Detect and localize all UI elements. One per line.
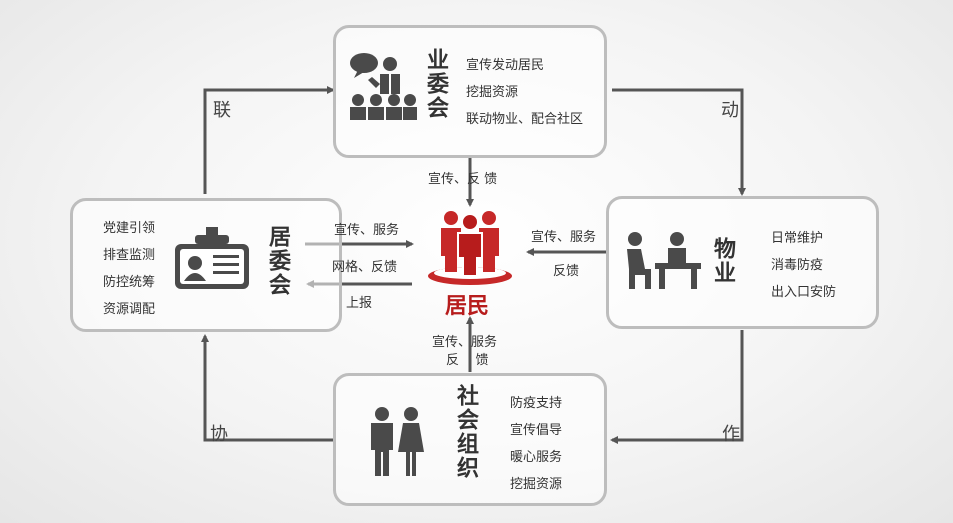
list-item: 排查监测 [103,248,156,263]
edge-label-bottom-1: 宣传、服务 [432,335,498,350]
center-title: 居民 [445,294,490,319]
arrow-bottom-to-left [201,334,333,442]
list-item: 防疫支持 [510,396,563,411]
node-juweihui: 党建引领 排查监测 防控统筹 资源调配 居委会 [70,198,342,332]
arrow-left-to-top [203,86,335,194]
outer-label-dong: 动 [721,100,739,121]
list-item: 挖掘资源 [510,477,563,492]
id-badge-icon [173,225,251,295]
list-item: 挖掘资源 [466,85,519,100]
node-yeweihui: 业委会 宣传发动居民 挖掘资源 联动物业、配合社区 [333,25,607,158]
residents-icon [425,206,515,292]
list-item: 日常维护 [771,231,824,246]
node-shehuizuzhi: 社会组织 防疫支持 宣传倡导 暖心服务 挖掘资源 [333,373,607,506]
node-title: 物业 [710,237,735,285]
list-item: 消毒防疫 [771,258,824,273]
edge-label-left-1: 宣传、服务 [334,223,400,238]
node-title: 业委会 [423,48,448,120]
edge-label-top: 宣传、反 馈 [428,172,498,187]
node-items: 党建引领 排查监测 防控统筹 资源调配 [103,215,155,323]
outer-label-xie: 协 [210,424,228,445]
list-item: 宣传倡导 [510,423,563,438]
people-icon [366,406,428,482]
list-item: 防控统筹 [103,275,156,290]
edge-label-bottom-2: 反 馈 [446,353,489,368]
list-item: 宣传发动居民 [466,58,545,73]
arrow-top-to-right [612,88,746,196]
arrow-right-to-bottom [610,330,744,444]
list-item: 党建引领 [103,221,156,236]
node-title: 居委会 [265,225,290,297]
list-item: 资源调配 [103,302,156,317]
edge-label-left-3: 上报 [346,296,373,311]
edge-label-left-2: 网格、反馈 [332,260,398,275]
list-item: 出入口安防 [771,285,837,300]
outer-label-lian: 联 [213,100,231,121]
node-items: 日常维护 消毒防疫 出入口安防 [771,225,836,306]
outer-label-zuo: 作 [722,424,740,445]
node-items: 宣传发动居民 挖掘资源 联动物业、配合社区 [466,52,583,133]
list-item: 暖心服务 [510,450,563,465]
list-item: 联动物业、配合社区 [466,112,584,127]
meeting-icon [346,50,418,126]
edge-label-right-2: 反馈 [553,264,580,279]
node-title: 社会组织 [453,384,478,480]
office-desk-icon [619,229,703,295]
edge-label-right-1: 宣传、服务 [531,230,597,245]
node-items: 防疫支持 宣传倡导 暖心服务 挖掘资源 [510,390,562,498]
node-wuye: 物业 日常维护 消毒防疫 出入口安防 [606,196,879,329]
